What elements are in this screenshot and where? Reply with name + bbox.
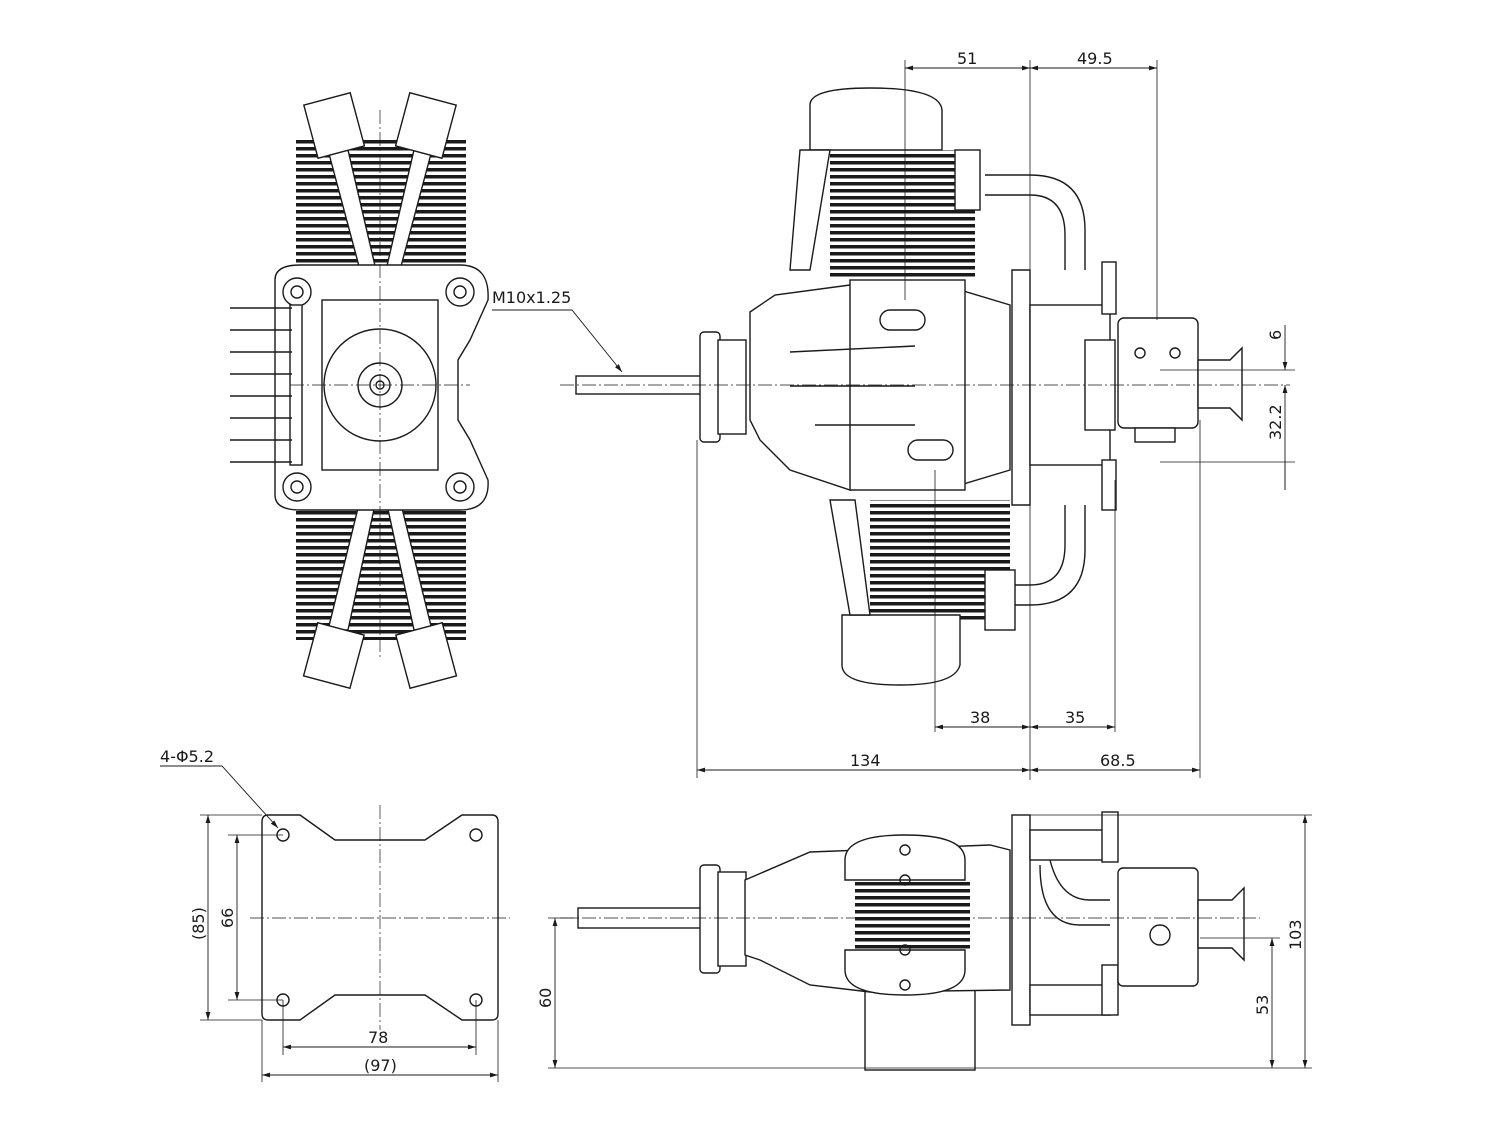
side-view-dimensions: 51 49.5 38 35 134 68.5 6 32.2 xyxy=(696,49,1295,780)
lower-rocker-cover xyxy=(841,614,961,686)
mount-plate xyxy=(250,805,510,1030)
upper-rocker-cover xyxy=(809,87,943,151)
lower-cylinder-fins xyxy=(296,500,466,640)
top-view-mount-block xyxy=(864,984,976,1071)
dim-66: 66 xyxy=(218,908,237,928)
dim-53: 53 xyxy=(1253,995,1272,1015)
dim-97: (97) xyxy=(364,1056,397,1075)
dim-103: 103 xyxy=(1286,919,1305,950)
dim-78: 78 xyxy=(368,1028,388,1047)
dim-6: 6 xyxy=(1266,330,1285,340)
front-view xyxy=(230,91,489,690)
holes-label: 4-Φ5.2 xyxy=(160,747,214,766)
dim-38: 38 xyxy=(970,708,990,727)
thread-label: M10x1.25 xyxy=(492,288,571,307)
upper-cylinder-fins xyxy=(296,140,466,280)
top-view-dimensions: 60 53 103 xyxy=(536,814,1312,1069)
side-view xyxy=(560,87,1290,686)
dim-68-5: 68.5 xyxy=(1100,751,1136,770)
dim-134: 134 xyxy=(850,751,881,770)
dim-60: 60 xyxy=(536,988,555,1008)
dim-51: 51 xyxy=(957,49,977,68)
dim-32-2: 32.2 xyxy=(1266,404,1285,440)
dim-49-5: 49.5 xyxy=(1077,49,1113,68)
dim-85: (85) xyxy=(189,907,208,940)
top-view xyxy=(560,811,1260,1071)
dim-35: 35 xyxy=(1065,708,1085,727)
mount-plate-dimensions: 4-Φ5.2 (85) 66 78 (97) xyxy=(160,747,499,1082)
